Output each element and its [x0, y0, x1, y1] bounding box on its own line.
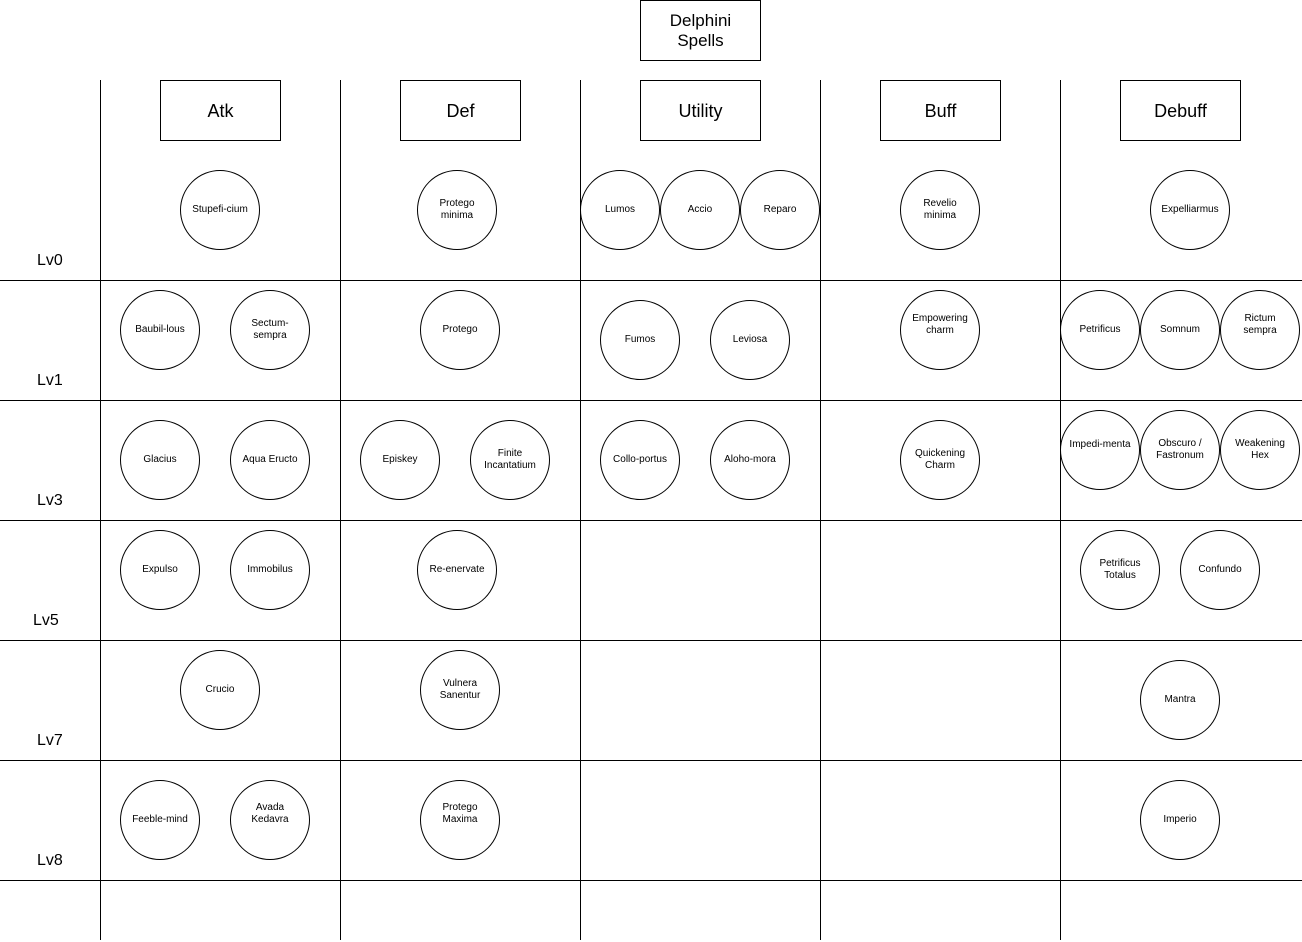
spell-confundo[interactable]: Confundo [1180, 530, 1260, 610]
spell-stupeficium[interactable]: Stupefi-cium [180, 170, 260, 250]
spell-accio[interactable]: Accio [660, 170, 740, 250]
spell-revelio-minima[interactable]: Revelio minima [900, 170, 980, 250]
row-divider-lv3 [0, 400, 1302, 401]
column-divider-debuff [1060, 80, 1061, 940]
diagram-title[interactable]: Delphini Spells [640, 0, 761, 61]
spell-avada-kedavra[interactable]: Avada Kedavra [230, 780, 310, 860]
spell-obscuro-fastronum[interactable]: Obscuro / Fastronum [1140, 410, 1220, 490]
column-divider-def [340, 80, 341, 940]
row-divider-lv7 [0, 640, 1302, 641]
spell-colloportus[interactable]: Collo-portus [600, 420, 680, 500]
level-label-lv1: Lv1 [37, 372, 63, 389]
spell-rictumsempra[interactable]: Rictum sempra [1220, 290, 1300, 370]
level-label-lv3: Lv3 [37, 492, 63, 509]
spell-episkey[interactable]: Episkey [360, 420, 440, 500]
spell-sectumsempra[interactable]: Sectum- sempra [230, 290, 310, 370]
row-divider-lv5 [0, 520, 1302, 521]
level-label-lv5: Lv5 [33, 612, 59, 629]
level-label-lv0: Lv0 [37, 252, 63, 269]
category-def[interactable]: Def [400, 80, 521, 141]
spell-reparo[interactable]: Reparo [740, 170, 820, 250]
spell-expelliarmus[interactable]: Expelliarmus [1150, 170, 1230, 250]
spell-protego-maxima[interactable]: Protego Maxima [420, 780, 500, 860]
column-divider-buff [820, 80, 821, 940]
column-divider-utility [580, 80, 581, 940]
spell-lumos[interactable]: Lumos [580, 170, 660, 250]
spell-fumos[interactable]: Fumos [600, 300, 680, 380]
column-divider-atk [100, 80, 101, 940]
spell-quickening-charm[interactable]: Quickening Charm [900, 420, 980, 500]
spell-protego-minima[interactable]: Protego minima [417, 170, 497, 250]
row-divider-lv1 [0, 280, 1302, 281]
spell-alohomora[interactable]: Aloho-mora [710, 420, 790, 500]
level-label-lv7: Lv7 [37, 732, 63, 749]
spell-reenervate[interactable]: Re-enervate [417, 530, 497, 610]
level-label-lv8: Lv8 [37, 852, 63, 869]
category-buff[interactable]: Buff [880, 80, 1001, 141]
spell-imperio[interactable]: Imperio [1140, 780, 1220, 860]
spell-leviosa[interactable]: Leviosa [710, 300, 790, 380]
spell-baubillous[interactable]: Baubil-lous [120, 290, 200, 370]
row-divider-lv8 [0, 760, 1302, 761]
category-atk[interactable]: Atk [160, 80, 281, 141]
spell-petrificus[interactable]: Petrificus [1060, 290, 1140, 370]
spell-impedimenta[interactable]: Impedi-menta [1060, 410, 1140, 490]
spell-empowering-charm[interactable]: Empowering charm [900, 290, 980, 370]
spell-petrificus-totalus[interactable]: Petrificus Totalus [1080, 530, 1160, 610]
category-debuff[interactable]: Debuff [1120, 80, 1241, 141]
spell-weakening-hex[interactable]: Weakening Hex [1220, 410, 1300, 490]
category-utility[interactable]: Utility [640, 80, 761, 141]
spell-glacius[interactable]: Glacius [120, 420, 200, 500]
spell-mantra[interactable]: Mantra [1140, 660, 1220, 740]
spell-aqua-eructo[interactable]: Aqua Eructo [230, 420, 310, 500]
spell-vulnera-sanentur[interactable]: Vulnera Sanentur [420, 650, 500, 730]
spell-finite-incantatium[interactable]: Finite Incantatium [470, 420, 550, 500]
spell-feeblemind[interactable]: Feeble-mind [120, 780, 200, 860]
spell-crucio[interactable]: Crucio [180, 650, 260, 730]
spell-expulso[interactable]: Expulso [120, 530, 200, 610]
spell-somnum[interactable]: Somnum [1140, 290, 1220, 370]
spell-immobilus[interactable]: Immobilus [230, 530, 310, 610]
row-divider-bottom [0, 880, 1302, 881]
spell-protego[interactable]: Protego [420, 290, 500, 370]
